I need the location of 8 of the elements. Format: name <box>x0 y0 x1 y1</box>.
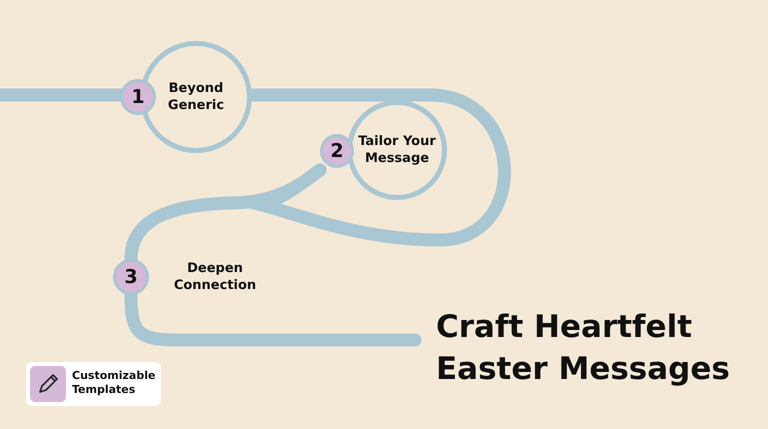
step-number-badge: 3 <box>113 259 149 295</box>
step-label: Deepen Connection <box>172 260 258 294</box>
step-label: Beyond Generic <box>166 80 226 114</box>
caption-text: Customizable Templates <box>72 369 156 397</box>
title: Craft Heartfelt Easter Messages <box>436 308 731 389</box>
step-label: Tailor Your Message <box>357 133 437 167</box>
step-number-badge: 2 <box>320 134 354 168</box>
step-number-badge: 1 <box>120 79 156 115</box>
